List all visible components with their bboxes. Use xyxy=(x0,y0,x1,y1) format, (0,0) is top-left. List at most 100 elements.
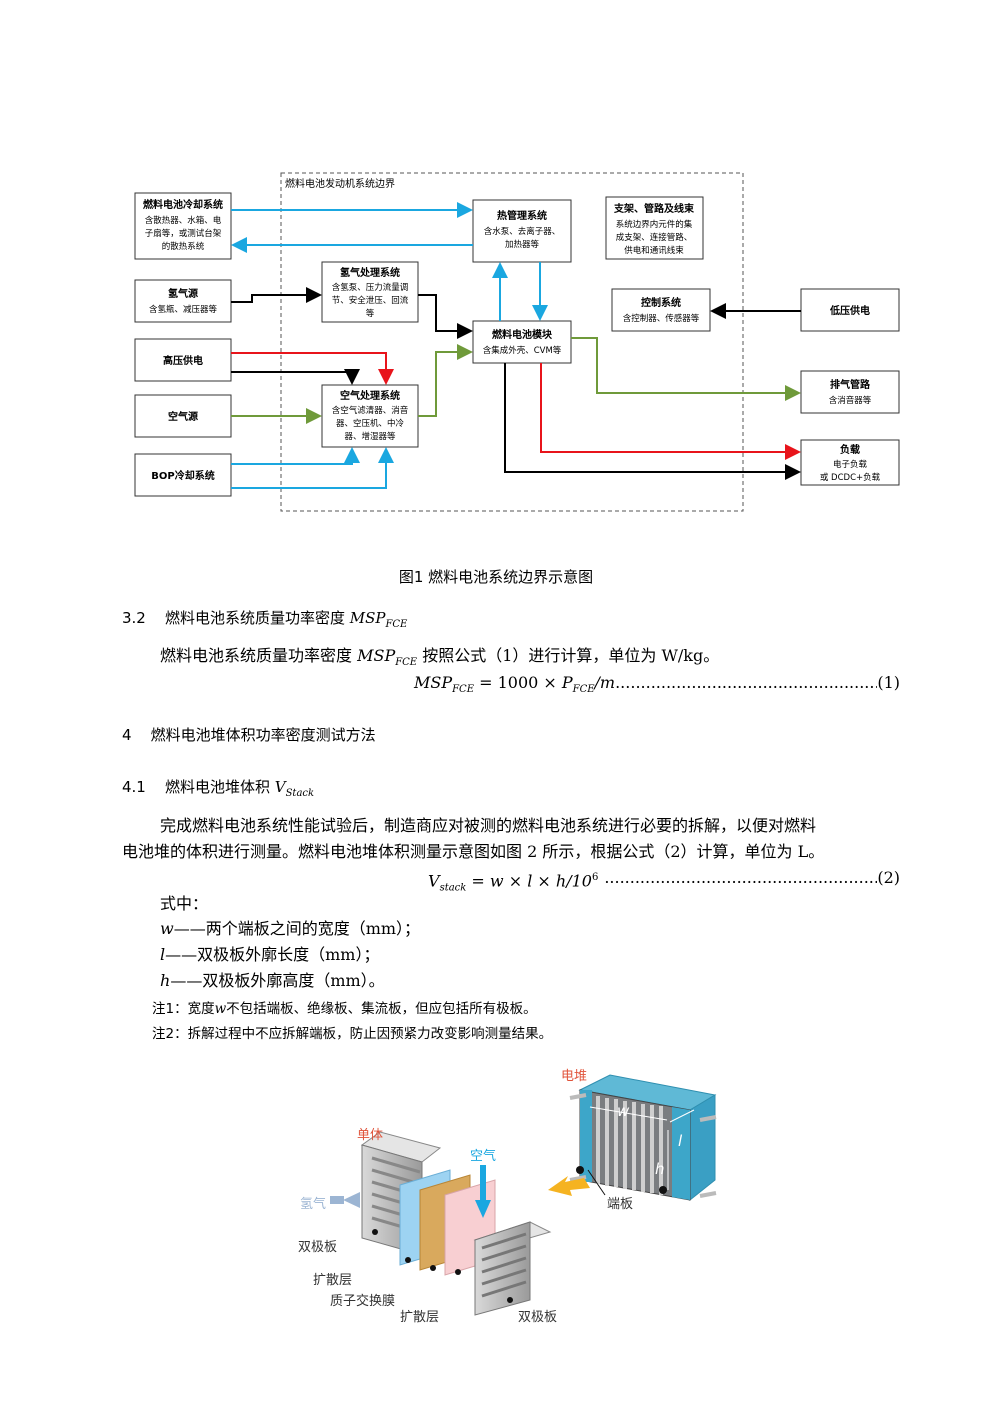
thermal-title: 热管理系统 xyxy=(497,209,547,222)
para-text: 燃料电池系统质量功率密度 xyxy=(160,646,353,665)
control-desc: 含控制器、传感器等 xyxy=(623,313,700,324)
control-title: 控制系统 xyxy=(641,296,681,309)
definition-l: l——双极板外廓长度（mm）； xyxy=(160,943,379,967)
label-air: 空气 xyxy=(470,1148,496,1164)
h2source-desc: 含氢瓶、减压器等 xyxy=(149,304,218,315)
system-boundary-diagram: 燃料电池发动机系统边界 燃料电池冷却系统 含散热器、水箱、电 子扇等，或测试台架… xyxy=(134,172,900,512)
formula-lhs-sub: stack xyxy=(439,882,467,894)
hydrogen-arrow xyxy=(231,287,322,303)
h2proc-desc: 含氢泵、压力流量调 xyxy=(332,282,409,293)
symbol: V xyxy=(274,778,286,796)
stack-measurement-figure: 电堆 w l h 端板 单体 氢气 空气 xyxy=(298,1069,717,1325)
airproc-desc: 器、增湿器等 xyxy=(344,431,396,442)
section-number: 4.1 xyxy=(122,778,146,796)
section-3-2-heading: 3.2 燃料电池系统质量功率密度 MSPFCE xyxy=(122,607,407,630)
label-gdl-2: 扩散层 xyxy=(400,1310,439,1325)
cooling-desc: 含散热器、水箱、电 xyxy=(145,215,222,226)
symbol-sub: FCE xyxy=(395,657,418,669)
lvpower-title: 低压供电 xyxy=(829,304,870,317)
support-desc: 系统边界内元件的集 xyxy=(616,219,693,230)
para-line: 完成燃料电池系统性能试验后，制造商应对被测的燃料电池系统进行必要的拆解，以便对燃… xyxy=(160,816,817,835)
definition-h: h——双极板外廓高度（mm）。 xyxy=(160,969,385,993)
section-4-1-heading: 4.1 燃料电池堆体积 VStack xyxy=(122,776,314,799)
label-hydrogen: 氢气 xyxy=(300,1196,326,1212)
bopcool-title: BOP冷却系统 xyxy=(151,469,214,482)
assembly-arrow xyxy=(548,1176,590,1196)
load-title: 负载 xyxy=(840,443,860,456)
exhaust-desc: 含消音器等 xyxy=(829,395,872,406)
load-arrow xyxy=(504,363,801,480)
def-text: ——两个端板之间的宽度（mm）； xyxy=(173,919,421,938)
formula-number: (2) xyxy=(877,868,900,887)
def-text: ——双极板外廓高度（mm）。 xyxy=(170,971,385,990)
section-number: 4 xyxy=(122,726,132,744)
section-title: 燃料电池堆体积 xyxy=(164,778,270,796)
note-symbol: w xyxy=(214,1001,227,1017)
load-desc: 电子负载 xyxy=(833,459,868,470)
label-stack: 电堆 xyxy=(561,1069,587,1084)
hvpower-title: 高压供电 xyxy=(163,354,203,367)
def-symbol: l xyxy=(160,945,166,964)
thermal-desc: 含水泵、去离子器、 xyxy=(484,226,561,237)
label-pem: 质子交换膜 xyxy=(330,1293,395,1309)
support-desc: 供电和通讯线束 xyxy=(624,245,684,256)
para-text: 按照公式（1）进行计算，单位为 W/kg。 xyxy=(422,646,720,665)
para-line: 电池堆的体积进行测量。燃料电池堆体积测量示意图如图 2 所示，根据公式（2）计算… xyxy=(122,842,825,861)
thermal-desc: 加热器等 xyxy=(505,239,540,250)
section-3-2-paragraph: 燃料电池系统质量功率密度 MSPFCE 按照公式（1）进行计算，单位为 W/kg… xyxy=(160,644,719,675)
h2source-title: 氢气源 xyxy=(168,287,198,300)
load-desc: 或 DCDC+负载 xyxy=(820,472,881,483)
symbol-sub: FCE xyxy=(385,619,408,630)
label-h: h xyxy=(655,1160,665,1178)
hydrogen-arrow xyxy=(418,294,473,339)
label-gdl-1: 扩散层 xyxy=(313,1273,352,1288)
label-l: l xyxy=(678,1132,683,1150)
fcmodule-title: 燃料电池模块 xyxy=(492,328,553,341)
fuel-cell-stack xyxy=(569,1074,717,1202)
hydrogen-arrow xyxy=(343,1192,360,1208)
airproc-title: 空气处理系统 xyxy=(340,389,400,402)
formula-2: Vstack = w × l × h/106 .................… xyxy=(428,866,900,901)
section-number: 3.2 xyxy=(122,609,146,627)
formula-lhs-sub: FCE xyxy=(452,684,474,696)
formula-op: = 1000 × xyxy=(474,673,562,692)
boundary-label: 燃料电池发动机系统边界 xyxy=(285,177,395,190)
symbol: MSP xyxy=(357,646,396,665)
symbol-sub: Stack xyxy=(285,788,315,799)
symbol: MSP xyxy=(349,609,386,627)
label-bipolar-2: 双极板 xyxy=(518,1310,557,1325)
leader-dots: ........................................… xyxy=(604,868,877,887)
coolant-arrow xyxy=(231,447,360,465)
support-desc: 成支架、连接管路、 xyxy=(616,232,693,243)
def-text: ——双极板外廓长度（mm）； xyxy=(165,945,380,964)
formula-p-sub: FCE xyxy=(572,684,595,696)
note-2: 注2：拆解过程中不应拆解端板，防止因预紧力改变影响测量结果。 xyxy=(152,1026,553,1042)
coolant-arrow xyxy=(231,447,394,489)
support-title: 支架、管路及线束 xyxy=(613,202,695,215)
note-1: 注1：宽度w不包括端板、绝缘板、集流板，但应包括所有极板。 xyxy=(152,997,537,1017)
label-cell: 单体 xyxy=(357,1128,383,1143)
note-text: 注1：宽度 xyxy=(152,1001,215,1017)
figure1-caption: 图1 燃料电池系统边界示意图 xyxy=(398,568,594,586)
label-endplate: 端板 xyxy=(607,1197,633,1212)
cooling-title: 燃料电池冷却系统 xyxy=(143,198,223,211)
leader-dots: ........................................… xyxy=(615,673,877,692)
load-power-arrow xyxy=(540,363,801,460)
formula-rhs: = w × l × h/10 xyxy=(466,871,592,891)
formula-exp: 6 xyxy=(591,872,599,883)
def-symbol: h xyxy=(160,971,171,990)
hv-power-arrow xyxy=(231,369,360,385)
exhaust-arrow xyxy=(571,337,801,401)
label-w: w xyxy=(617,1102,630,1120)
cooling-desc: 子扇等，或测试台架 xyxy=(145,228,222,239)
formula-lhs: V xyxy=(428,871,440,891)
airproc-desc: 含空气滤清器、消音 xyxy=(332,405,409,416)
formula-p: P xyxy=(561,673,573,692)
exhaust-title: 排气管路 xyxy=(830,378,871,391)
h2proc-desc: 节、安全泄压、回流 xyxy=(332,295,409,306)
cooling-desc: 的散热系统 xyxy=(162,241,205,252)
end-plate xyxy=(580,1090,592,1182)
definition-w: w——两个端板之间的宽度（mm）； xyxy=(160,917,420,941)
section-title: 燃料电池系统质量功率密度 xyxy=(164,609,345,627)
system-boundary xyxy=(280,172,744,512)
